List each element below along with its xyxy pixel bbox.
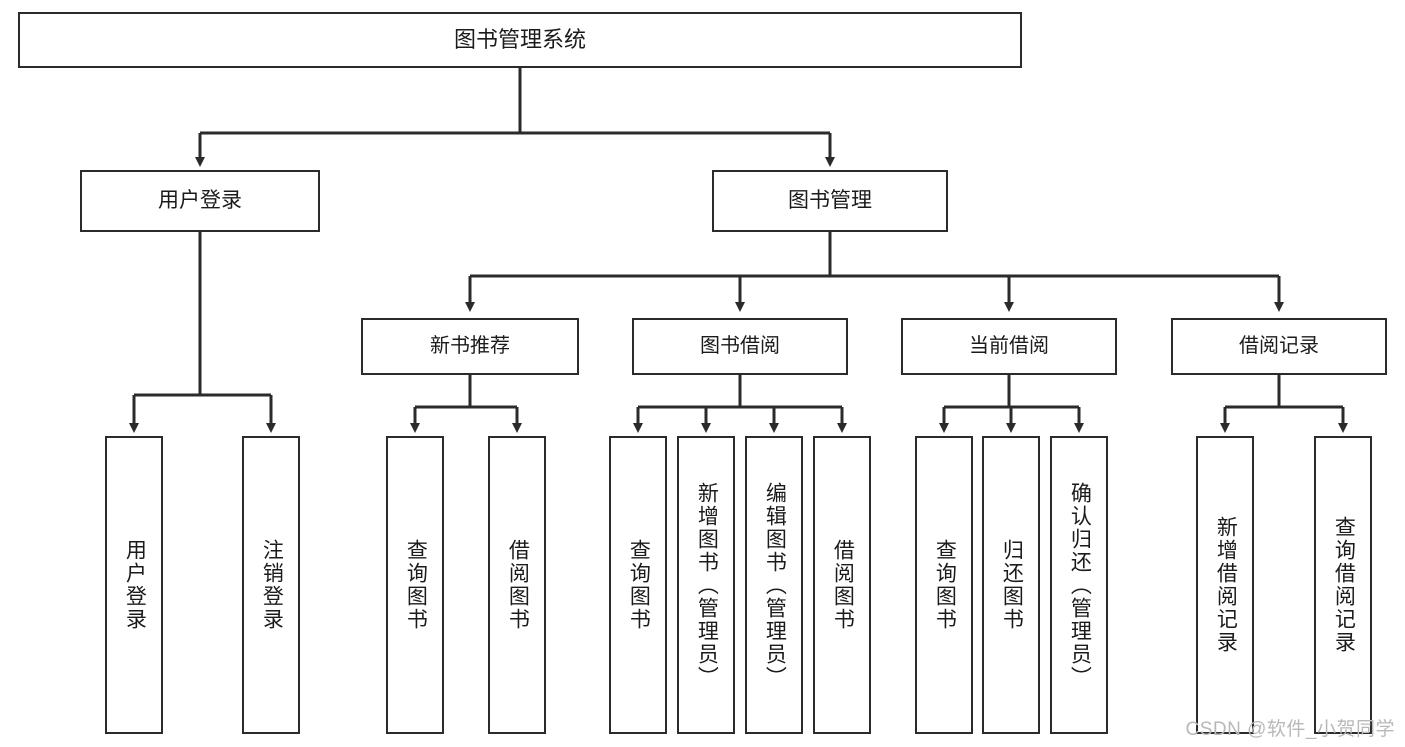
node-label: 查询图书: [933, 539, 957, 631]
node-label: 确认归还（管理员）: [1068, 481, 1092, 689]
node-label: 当前借阅: [969, 334, 1049, 357]
node-label: 新增图书（管理员）: [695, 481, 719, 689]
node-user-login[interactable]: 用户登录: [80, 170, 320, 232]
leaf-new-book-borrow[interactable]: 借阅图书: [488, 436, 546, 734]
node-book-management[interactable]: 图书管理: [712, 170, 948, 232]
leaf-new-book-query[interactable]: 查询图书: [386, 436, 444, 734]
leaf-borrow-add-book[interactable]: 新增图书（管理员）: [677, 436, 735, 734]
node-label: 图书借阅: [700, 334, 780, 357]
node-label: 图书管理: [788, 188, 872, 212]
leaf-borrow-borrow-book[interactable]: 借阅图书: [813, 436, 871, 734]
node-label: 查询图书: [404, 539, 428, 631]
node-label: 借阅记录: [1239, 334, 1319, 357]
node-label: 借阅图书: [506, 539, 530, 631]
node-borrow-record[interactable]: 借阅记录: [1171, 318, 1387, 375]
node-label: 编辑图书（管理员）: [763, 481, 787, 689]
leaf-current-query-book[interactable]: 查询图书: [915, 436, 973, 734]
leaf-current-confirm-return[interactable]: 确认归还（管理员）: [1050, 436, 1108, 734]
leaf-borrow-edit-book[interactable]: 编辑图书（管理员）: [745, 436, 803, 734]
node-label: 用户登录: [123, 539, 147, 631]
node-label: 新增借阅记录: [1214, 516, 1238, 654]
leaf-record-add-record[interactable]: 新增借阅记录: [1196, 436, 1254, 734]
node-label: 借阅图书: [831, 539, 855, 631]
leaf-record-query-record[interactable]: 查询借阅记录: [1314, 436, 1372, 734]
node-root-system[interactable]: 图书管理系统: [18, 12, 1022, 68]
watermark: CSDN @软件_小贺同学: [1185, 719, 1395, 740]
node-label: 查询图书: [627, 539, 651, 631]
node-label: 注销登录: [260, 539, 284, 631]
node-label: 新书推荐: [430, 334, 510, 357]
node-label: 查询借阅记录: [1332, 516, 1356, 654]
leaf-current-return-book[interactable]: 归还图书: [982, 436, 1040, 734]
node-current-borrow[interactable]: 当前借阅: [901, 318, 1117, 375]
node-book-borrow[interactable]: 图书借阅: [632, 318, 848, 375]
node-new-book-recommend[interactable]: 新书推荐: [361, 318, 579, 375]
leaf-user-login-login[interactable]: 用户登录: [105, 436, 163, 734]
node-label: 图书管理系统: [453, 27, 586, 53]
node-label: 归还图书: [1000, 539, 1024, 631]
leaf-user-login-logout[interactable]: 注销登录: [242, 436, 300, 734]
node-label: 用户登录: [158, 188, 242, 212]
leaf-borrow-query-book[interactable]: 查询图书: [609, 436, 667, 734]
